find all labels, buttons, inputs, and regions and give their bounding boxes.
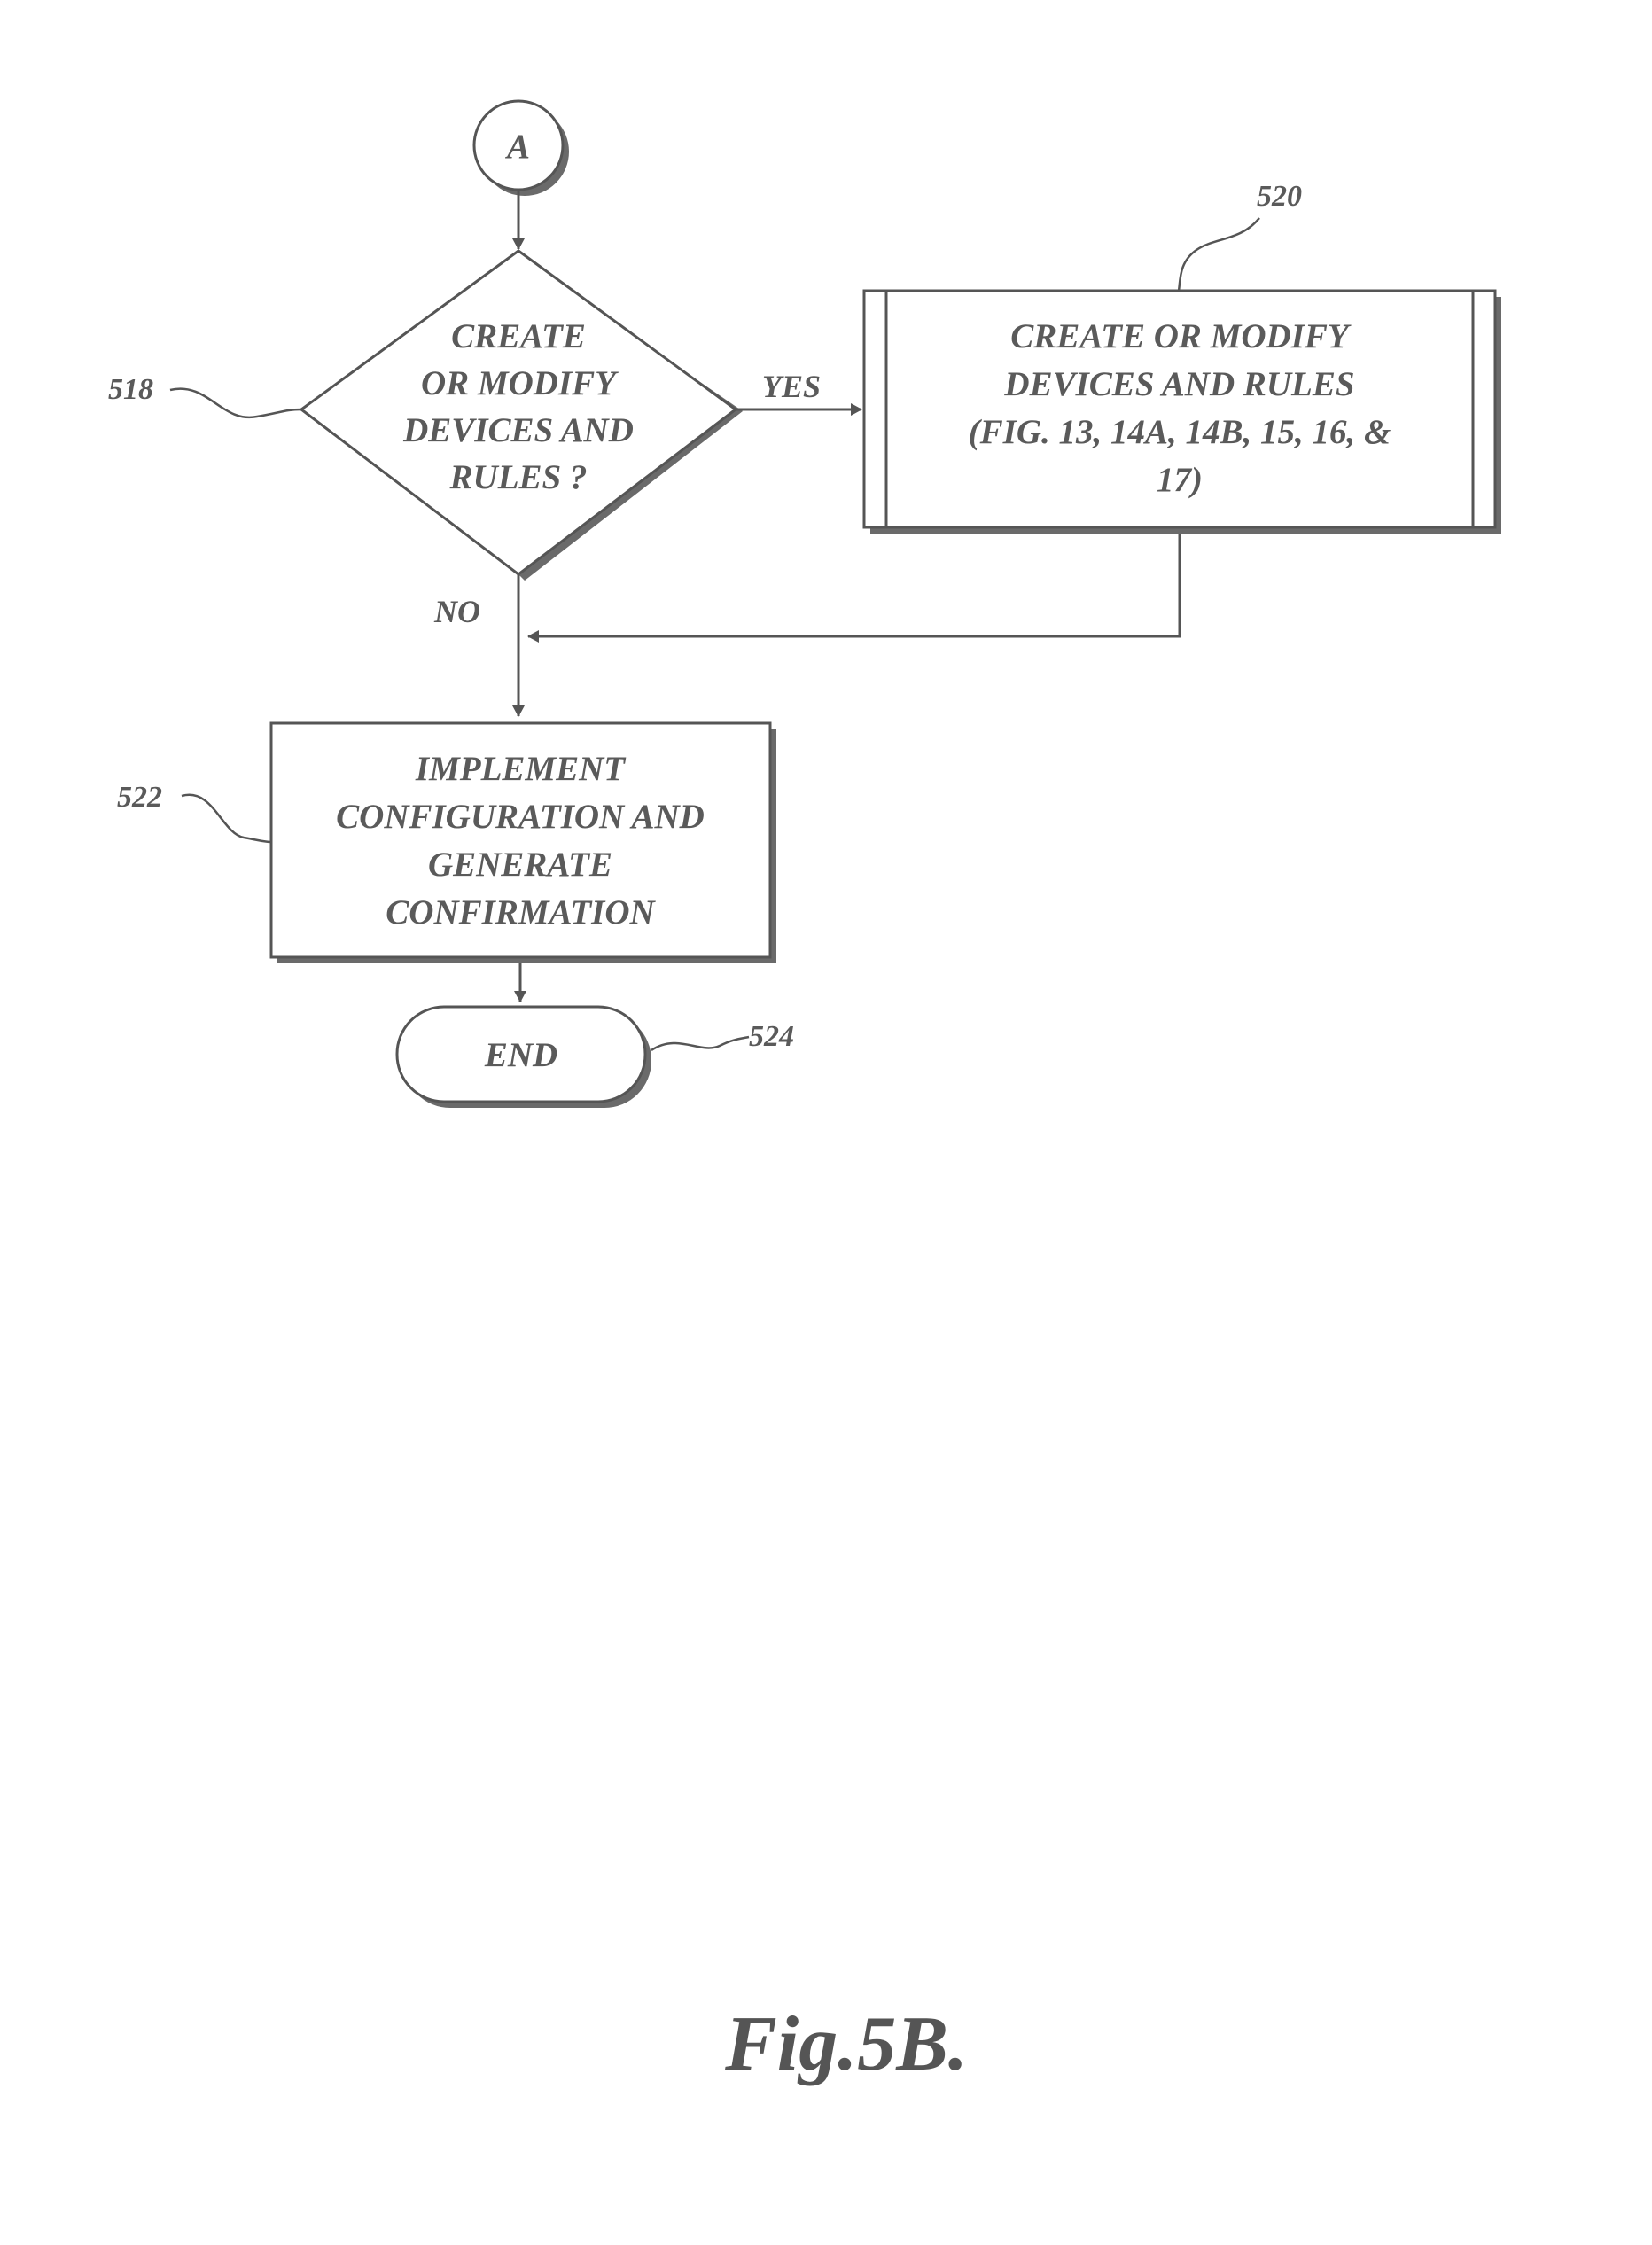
ref-520: 520 — [1257, 180, 1302, 213]
decision-create-or-modify: CREATE OR MODIFY DEVICES AND RULES ? — [301, 251, 743, 581]
ref-524: 524 — [749, 1020, 794, 1053]
process-create-line-1: CREATE OR MODIFY — [1010, 317, 1352, 355]
process-create-line-3: (FIG. 13, 14A, 14B, 15, 16, & — [969, 413, 1391, 451]
terminator-end-label: END — [484, 1036, 557, 1074]
process-create-line-4: 17) — [1157, 461, 1203, 499]
edge-no-label: NO — [433, 594, 480, 629]
terminator-end: END — [397, 1007, 651, 1108]
edge-520-return — [528, 534, 1180, 636]
decision-line-3: DEVICES AND — [402, 411, 634, 449]
leader-522 — [182, 795, 271, 842]
process-implement-configuration: IMPLEMENT CONFIGURATION AND GENERATE CON… — [271, 723, 776, 963]
edge-yes-label: YES — [762, 369, 821, 404]
leader-518 — [170, 389, 301, 417]
decision-line-1: CREATE — [451, 317, 586, 355]
figure-caption: Fig.5B. — [724, 2001, 968, 2087]
process-create-line-2: DEVICES AND RULES — [1003, 365, 1354, 403]
decision-line-4: RULES ? — [449, 458, 588, 496]
process-implement-line-3: GENERATE — [428, 846, 612, 884]
process-implement-line-1: IMPLEMENT — [415, 750, 627, 788]
process-implement-line-2: CONFIGURATION AND — [336, 798, 705, 836]
ref-518: 518 — [108, 373, 153, 406]
process-implement-line-4: CONFIRMATION — [386, 893, 656, 932]
process-create-or-modify: CREATE OR MODIFY DEVICES AND RULES (FIG.… — [864, 291, 1501, 534]
leader-524 — [651, 1037, 749, 1050]
leader-520 — [1179, 218, 1259, 291]
connector-a-label: A — [504, 128, 530, 166]
connector-a: A — [474, 101, 569, 196]
decision-line-2: OR MODIFY — [421, 364, 619, 402]
ref-522: 522 — [117, 781, 162, 814]
